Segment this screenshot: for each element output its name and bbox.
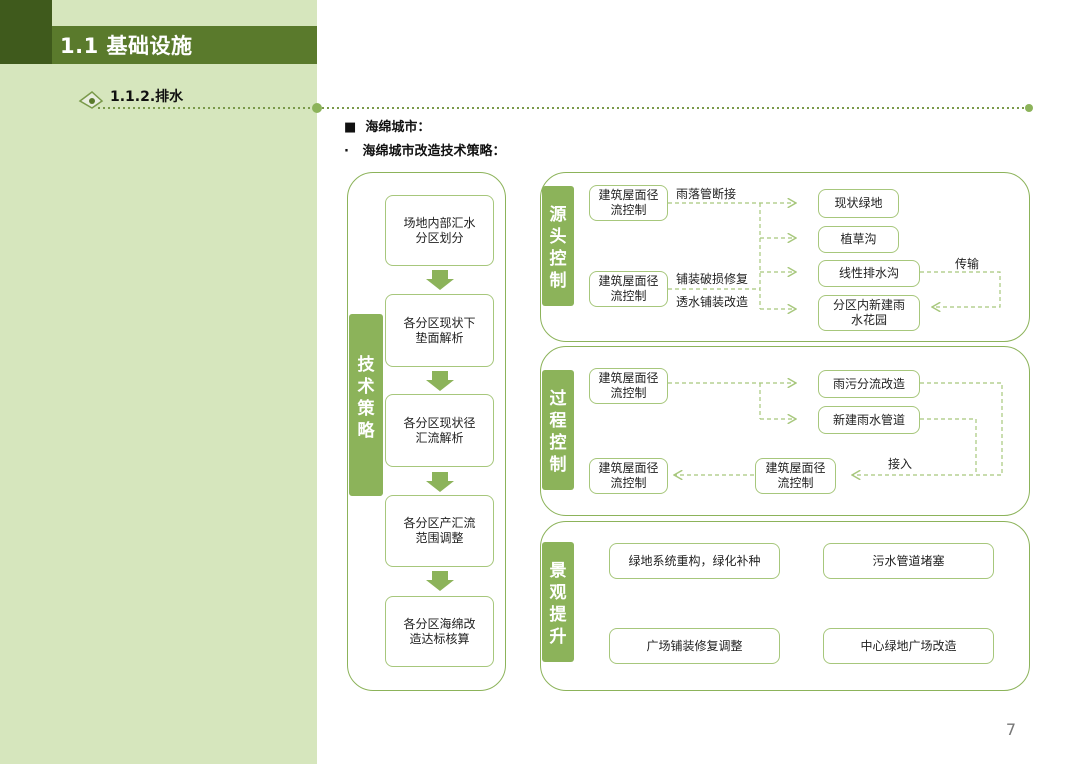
bullet-text: 海绵城市： (365, 120, 431, 135)
strategy-step: 各分区海绵改 造达标核算 (385, 596, 494, 667)
strategy-label: 技 术 策 略 (349, 314, 383, 496)
process-mid: 建筑屋面径 流控制 (755, 458, 836, 494)
bullet-strategy: · 海绵城市改造技术策略： (344, 140, 506, 159)
bullet-text: 海绵城市改造技术策略： (362, 144, 506, 159)
strategy-step: 场地内部汇水 分区划分 (385, 195, 494, 266)
edge-label: 传输 (955, 257, 980, 271)
source-input-b: 建筑屋面径 流控制 (589, 271, 668, 307)
landscape-item: 广场铺装修复调整 (609, 628, 780, 664)
sidebar-background (0, 0, 317, 764)
corner-block (0, 0, 52, 26)
landscape-label: 景 观 提 升 (542, 542, 574, 662)
bullet-sponge-city: ■ 海绵城市： (344, 116, 430, 135)
landscape-item: 污水管道堵塞 (823, 543, 994, 579)
strategy-step: 各分区产汇流 范围调整 (385, 495, 494, 567)
edge-label: 雨落管断接 (676, 187, 737, 201)
target-box: 植草沟 (818, 226, 899, 253)
landscape-item: 中心绿地广场改造 (823, 628, 994, 664)
process-control-label: 过 程 控 制 (542, 370, 574, 490)
strategy-step: 各分区现状下 垫面解析 (385, 294, 494, 367)
edge-label: 铺装破损修复 (676, 272, 749, 286)
target-box: 线性排水沟 (818, 260, 920, 287)
process-input: 建筑屋面径 流控制 (589, 368, 668, 404)
source-input-a: 建筑屋面径 流控制 (589, 185, 668, 221)
source-control-label: 源 头 控 制 (542, 186, 574, 306)
square-bullet-icon: ■ (344, 120, 366, 135)
target-box: 分区内新建雨 水花园 (818, 295, 920, 331)
target-box: 现状绿地 (818, 189, 899, 218)
process-output: 建筑屋面径 流控制 (589, 458, 668, 494)
edge-label: 接入 (888, 457, 913, 471)
strategy-step: 各分区现状径 汇流解析 (385, 394, 494, 467)
landscape-item: 绿地系统重构，绿化补种 (609, 543, 780, 579)
target-box: 新建雨水管道 (818, 406, 920, 434)
section-subtitle: 1.1.2.排水 (110, 89, 184, 105)
title-bar: 1.1 基础设施 (0, 26, 317, 64)
page-title: 1.1 基础设施 (60, 34, 193, 58)
title-bar-accent (0, 26, 52, 64)
edge-label: 透水铺装改造 (676, 295, 749, 309)
dot-bullet-icon: · (344, 144, 363, 159)
target-box: 雨污分流改造 (818, 370, 920, 398)
page-number: 7 (1005, 720, 1016, 739)
